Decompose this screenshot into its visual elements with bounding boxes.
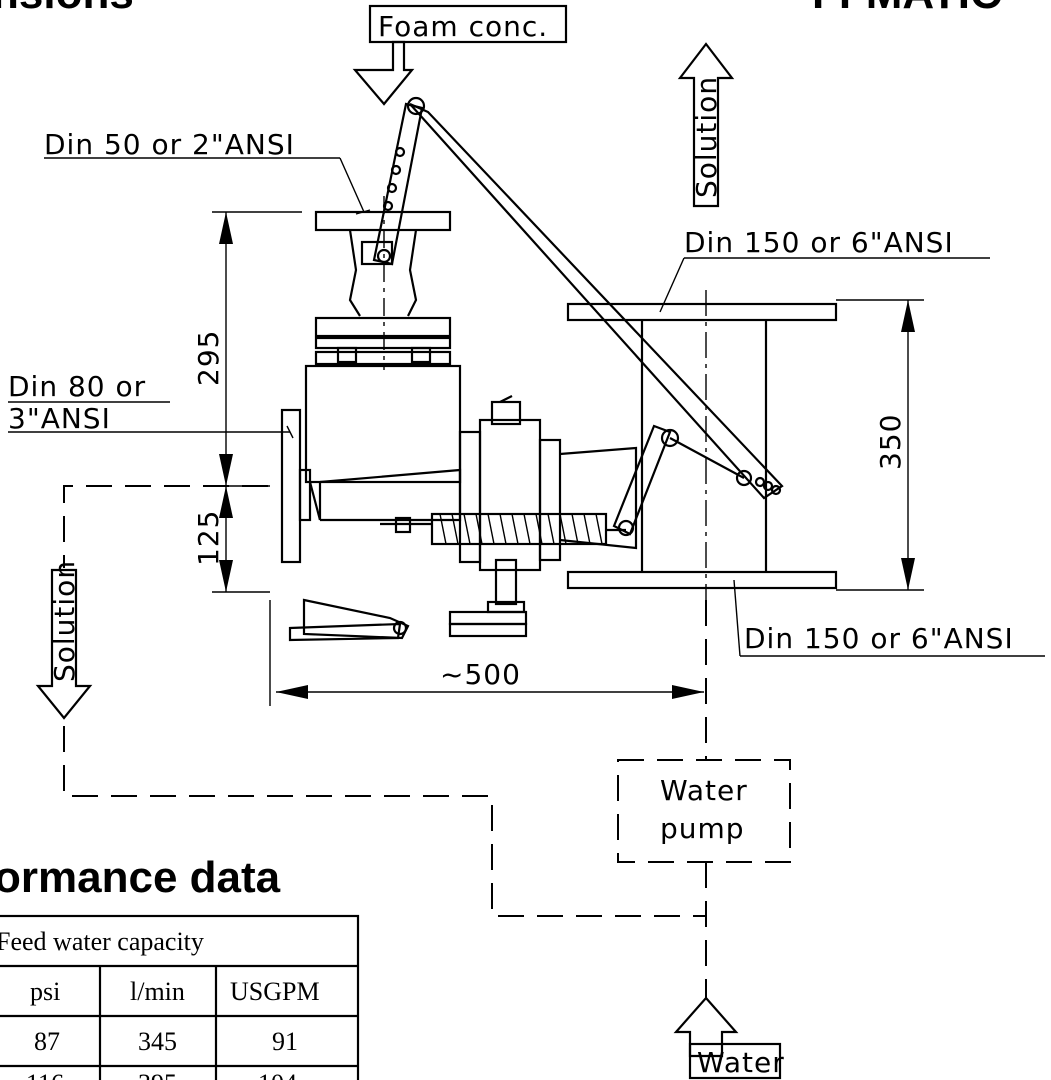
piping-schematic: Water pump — [63, 485, 791, 998]
solution-top-label: Solution — [690, 76, 723, 198]
solution-up-arrow-icon — [677, 42, 735, 208]
din80-label-line1: Din 80 or — [8, 370, 146, 403]
proportioner-body — [280, 196, 638, 642]
water-pump-label-line1: Water — [660, 774, 748, 807]
dimension-right: 350 — [836, 299, 924, 591]
table-cell: 345 — [138, 1027, 177, 1056]
foam-conc-inlet: Foam conc. — [352, 4, 568, 106]
dimension-500: ~500 — [440, 658, 521, 691]
main-pipe-section — [566, 290, 838, 600]
water-label-box — [688, 1042, 782, 1080]
din80-label-line2: 3"ANSI — [8, 402, 111, 435]
table-cell: 395 — [138, 1069, 177, 1080]
solution-outlet-top: Solution — [677, 42, 735, 208]
din150-bottom-label: Din 150 or 6"ANSI — [744, 622, 1014, 655]
din50-label: Din 50 or 2"ANSI — [44, 128, 295, 161]
dim-arrow-icon — [219, 454, 233, 486]
dim-arrow-icon — [219, 212, 233, 244]
din150-top-callout: Din 150 or 6"ANSI — [659, 226, 990, 313]
water-pump-label-line2: pump — [660, 812, 745, 845]
linkage-arms — [360, 96, 784, 536]
water-pump-box — [617, 759, 791, 863]
foam-conc-label-box — [368, 4, 568, 44]
din150-top-label: Din 150 or 6"ANSI — [684, 226, 954, 259]
water-up-arrow-icon — [673, 996, 739, 1058]
dim-arrow-icon — [219, 486, 233, 518]
product-name-heading: FFMATIC — [812, 0, 1002, 18]
water-label: Water — [697, 1046, 785, 1079]
performance-heading: ormance data — [0, 853, 281, 902]
dim-arrow-icon — [219, 560, 233, 592]
table-cell: 87 — [34, 1027, 60, 1056]
dimension-left: 295 125 — [192, 211, 302, 593]
table-header-lmin: l/min — [130, 977, 185, 1006]
dimension-350: 350 — [874, 414, 907, 470]
dimension-bottom: ~500 — [269, 600, 704, 706]
dim-arrow-icon — [901, 300, 915, 332]
dim-arrow-icon — [672, 685, 704, 699]
water-inlet: Water — [673, 996, 785, 1080]
foam-conc-arrow-icon — [352, 40, 415, 106]
performance-group-header: Feed water capacity — [0, 927, 204, 956]
foam-conc-label: Foam conc. — [378, 10, 548, 43]
din80-callout: Din 80 or 3"ANSI — [8, 370, 294, 439]
dimension-125: 125 — [192, 510, 225, 566]
table-cell: 91 — [272, 1027, 298, 1056]
solution-down-arrow-icon — [35, 568, 93, 720]
din150-bottom-callout: Din 150 or 6"ANSI — [733, 579, 1045, 657]
table-cell: 104 — [258, 1069, 297, 1080]
dim-arrow-icon — [901, 558, 915, 590]
table-cell: 116 — [26, 1069, 64, 1080]
dimensions-heading: nsions — [0, 0, 134, 18]
solution-left-label: Solution — [48, 560, 81, 682]
table-header-usgpm: USGPM — [230, 977, 320, 1006]
performance-section: ormance data Feed water capacity psi l/m… — [0, 853, 360, 1080]
dimension-295: 295 — [192, 330, 225, 386]
table-header-psi: psi — [30, 977, 60, 1006]
din50-callout: Din 50 or 2"ANSI — [44, 128, 371, 215]
solution-outlet-left: Solution — [35, 560, 93, 720]
dim-arrow-icon — [276, 685, 308, 699]
